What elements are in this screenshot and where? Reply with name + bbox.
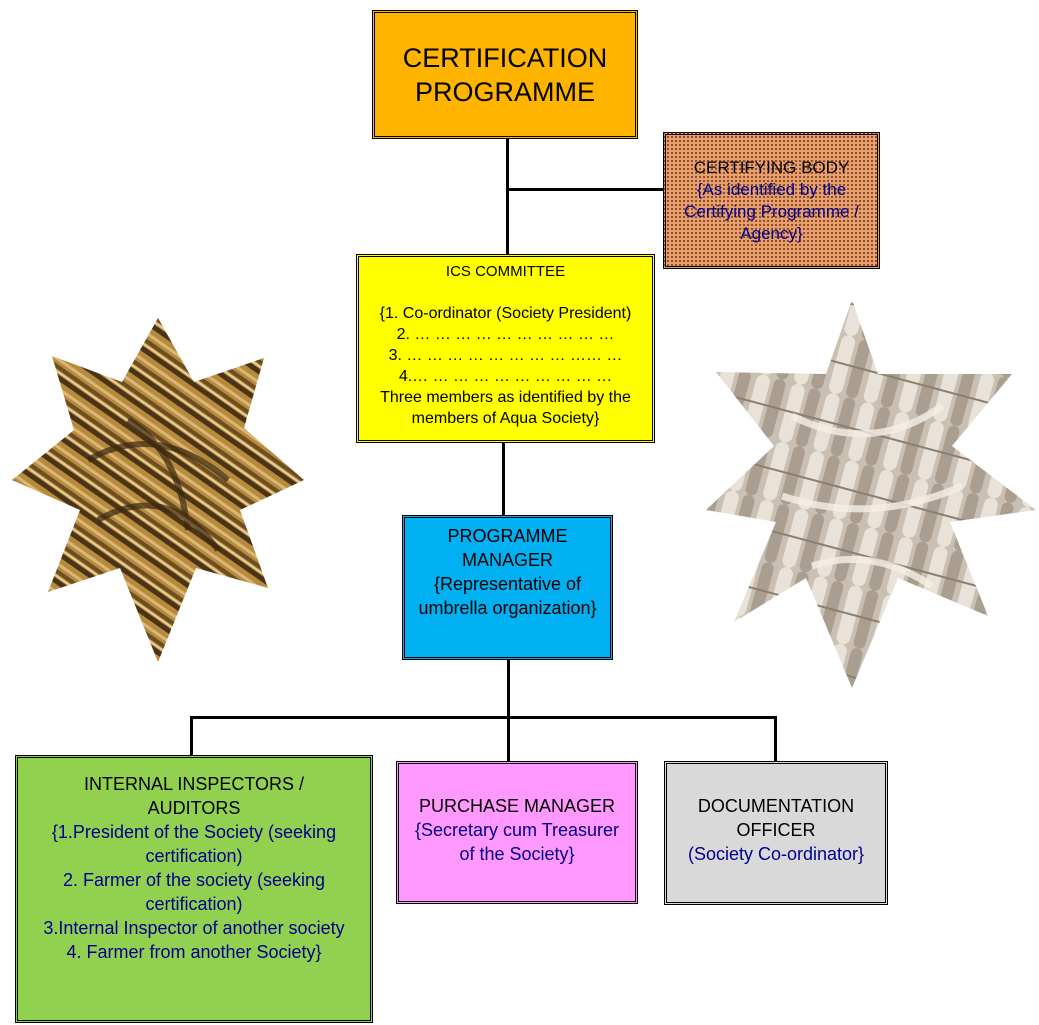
- ics-committee-box: ICS COMMITTEE {1. Co-ordinator (Society …: [356, 254, 655, 443]
- documentation-officer-line: (Society Co-ordinator}: [688, 842, 864, 866]
- connector-cert-ics: [506, 138, 509, 256]
- ics-committee-line: 4.… … … … … … … … … …: [399, 366, 612, 387]
- ics-committee-line: {1. Co-ordinator (Society President): [380, 303, 632, 324]
- ics-committee-line: Three members as identified by the: [380, 387, 631, 408]
- certifying-body-line: {As identified by the: [697, 179, 846, 201]
- internal-inspectors-title-line1: INTERNAL INSPECTORS /: [84, 772, 304, 796]
- internal-inspectors-line: 3.Internal Inspector of another society: [43, 916, 344, 940]
- certification-programme-box: CERTIFICATION PROGRAMME: [372, 10, 638, 139]
- ics-committee-line: 2. … … … … … … … … … …: [397, 324, 615, 345]
- programme-manager-title-line2: MANAGER: [462, 548, 553, 572]
- certifying-body-line: Agency}: [740, 223, 802, 245]
- documentation-officer-title-line2: OFFICER: [737, 818, 816, 842]
- white-shrimp-star-image: [702, 296, 1039, 696]
- certification-programme-title-line1: CERTIFICATION: [403, 41, 608, 75]
- internal-inspectors-title-line2: AUDITORS: [148, 796, 241, 820]
- internal-inspectors-line: certification): [145, 892, 242, 916]
- documentation-officer-title-line1: DOCUMENTATION: [698, 794, 854, 818]
- purchase-manager-title: PURCHASE MANAGER: [419, 794, 615, 818]
- connector-certifying-body: [506, 188, 666, 191]
- programme-manager-line: umbrella organization}: [418, 596, 596, 620]
- internal-inspectors-box: INTERNAL INSPECTORS / AUDITORS {1.Presid…: [15, 755, 373, 1023]
- certifying-body-title: CERTIFYING BODY: [694, 157, 850, 179]
- tiger-shrimp-star-image: [8, 310, 308, 670]
- connector-branch-middle: [507, 716, 510, 762]
- purchase-manager-line: of the Society}: [459, 842, 574, 866]
- internal-inspectors-line: {1.President of the Society (seeking: [52, 820, 336, 844]
- ics-committee-line: 3. … … … … … … … … …… …: [389, 345, 623, 366]
- connector-ics-pm: [502, 442, 505, 516]
- internal-inspectors-line: certification): [145, 844, 242, 868]
- ics-committee-title: ICS COMMITTEE: [446, 261, 565, 282]
- connector-branch-left: [190, 716, 193, 756]
- connector-branch-horizontal: [190, 716, 777, 719]
- internal-inspectors-line: 4. Farmer from another Society}: [66, 940, 321, 964]
- connector-pm-branch: [507, 659, 510, 718]
- programme-manager-title-line1: PROGRAMME: [447, 524, 567, 548]
- certification-programme-title-line2: PROGRAMME: [415, 75, 595, 109]
- purchase-manager-box: PURCHASE MANAGER {Secretary cum Treasure…: [396, 761, 638, 904]
- documentation-officer-box: DOCUMENTATION OFFICER (Society Co-ordina…: [664, 761, 888, 905]
- certifying-body-line: Certifying Programme /: [684, 201, 859, 223]
- connector-branch-right: [774, 716, 777, 762]
- purchase-manager-line: {Secretary cum Treasurer: [415, 818, 619, 842]
- programme-manager-line: {Representative of: [434, 572, 581, 596]
- programme-manager-box: PROGRAMME MANAGER {Representative of umb…: [402, 515, 613, 660]
- certifying-body-box: CERTIFYING BODY {As identified by the Ce…: [663, 132, 880, 269]
- ics-committee-line: members of Aqua Society}: [412, 408, 600, 429]
- internal-inspectors-line: 2. Farmer of the society (seeking: [63, 868, 325, 892]
